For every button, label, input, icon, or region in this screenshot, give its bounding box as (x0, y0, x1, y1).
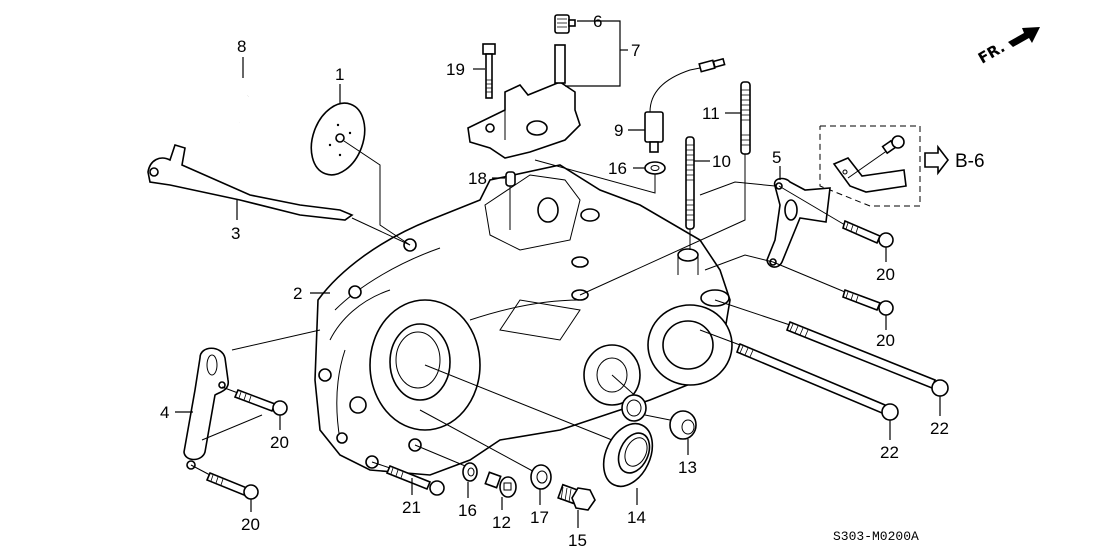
arrow-up-right-icon (1008, 27, 1040, 47)
callout-16-top: 16 (608, 159, 627, 178)
leader-lines (175, 20, 941, 528)
stud-bolt (685, 136, 695, 250)
flange-bolt-cover (482, 43, 496, 99)
diagram-code: S303-M0200A (833, 529, 919, 544)
bracket-small (832, 157, 907, 193)
callout-labels: 8 1 3 2 4 5 6 7 19 9 16 10 11 18 20 20 2… (160, 12, 949, 550)
front-direction-indicator: FR. (975, 27, 1040, 67)
disc-plate (310, 102, 411, 246)
bolt-small (881, 135, 905, 155)
snap-ring (238, 78, 322, 162)
callout-21: 21 (402, 498, 421, 517)
callout-20-left-lower: 20 (241, 515, 260, 534)
callout-18: 18 (468, 169, 487, 188)
callout-16-bottom: 16 (458, 501, 477, 520)
callout-3: 3 (231, 224, 240, 243)
callout-5: 5 (772, 148, 781, 167)
callout-8: 8 (237, 37, 246, 56)
callout-22-upper: 22 (930, 419, 949, 438)
callout-19: 19 (446, 60, 465, 79)
hollow-arrow-right-icon (924, 144, 950, 176)
reference-box: B-6 (819, 125, 985, 207)
callout-6: 6 (593, 12, 602, 31)
long-bolt-lower (699, 329, 899, 421)
bracket-lower-left (183, 329, 321, 470)
callout-20-right-lower: 20 (876, 331, 895, 350)
filler-bolt (557, 483, 596, 511)
drain-plug (484, 471, 517, 498)
reference-label: B-6 (955, 151, 985, 172)
sensor-switch (644, 57, 726, 153)
callout-14: 14 (627, 508, 646, 527)
dowel-pin (505, 171, 516, 230)
callout-4: 4 (160, 403, 169, 422)
callout-12: 12 (492, 513, 511, 532)
bracket-right (699, 177, 831, 271)
oil-seal (602, 422, 654, 488)
gutter-plate (147, 144, 411, 246)
long-bolt-upper (714, 299, 949, 397)
flange-bolt-left-upper (221, 386, 288, 416)
washer-sensor (534, 159, 666, 194)
callout-15: 15 (568, 531, 587, 550)
callout-20-right-upper: 20 (876, 265, 895, 284)
callout-11: 11 (702, 104, 720, 123)
callout-2: 2 (293, 284, 302, 303)
flange-bolt-right-upper (778, 185, 894, 248)
clip (554, 14, 576, 34)
plug (669, 410, 697, 440)
flange-bolt-bottom (371, 461, 445, 496)
flange-bolt-left-lower (190, 464, 259, 500)
callout-22-lower: 22 (880, 443, 899, 462)
callout-1: 1 (335, 65, 344, 84)
stud-bolt-long (579, 81, 751, 296)
callout-17: 17 (530, 508, 549, 527)
washer-filler (530, 464, 552, 490)
callout-10: 10 (712, 152, 731, 171)
callout-9: 9 (614, 121, 623, 140)
washer-drain (462, 462, 478, 482)
front-label: FR. (975, 38, 1008, 67)
callout-7: 7 (631, 41, 640, 60)
cover-assembly (467, 44, 581, 159)
transmission-housing (314, 164, 733, 476)
flange-bolt-right-lower (772, 261, 894, 316)
callout-13: 13 (678, 458, 697, 477)
callout-20-left-upper: 20 (270, 433, 289, 452)
ring-seal (621, 394, 647, 422)
